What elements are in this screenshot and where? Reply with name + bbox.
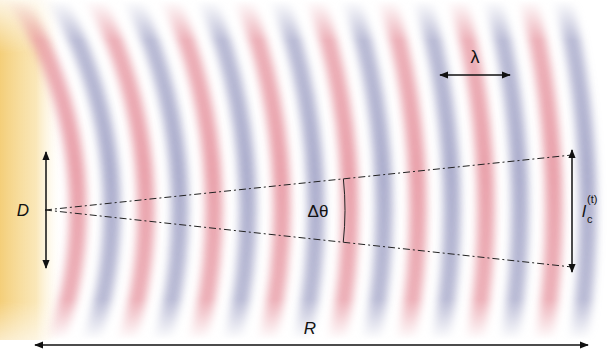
- dimension-label: D: [17, 202, 29, 219]
- dimension-label: R: [304, 320, 316, 337]
- dimension-label: l: [582, 203, 586, 220]
- r-arrow: [35, 344, 588, 346]
- dimension-label: (t): [587, 194, 597, 205]
- angle-lines: [45, 155, 572, 267]
- angle-arc: [343, 179, 345, 242]
- dimension-label: Δθ: [308, 203, 329, 220]
- coherence-arrow: [571, 150, 573, 272]
- wavefronts: [0, 0, 588, 355]
- d-arrow: [45, 152, 47, 268]
- lambda-arrow: [440, 74, 510, 76]
- dimension-label: λ: [471, 48, 480, 66]
- dimension-label: c: [587, 214, 593, 225]
